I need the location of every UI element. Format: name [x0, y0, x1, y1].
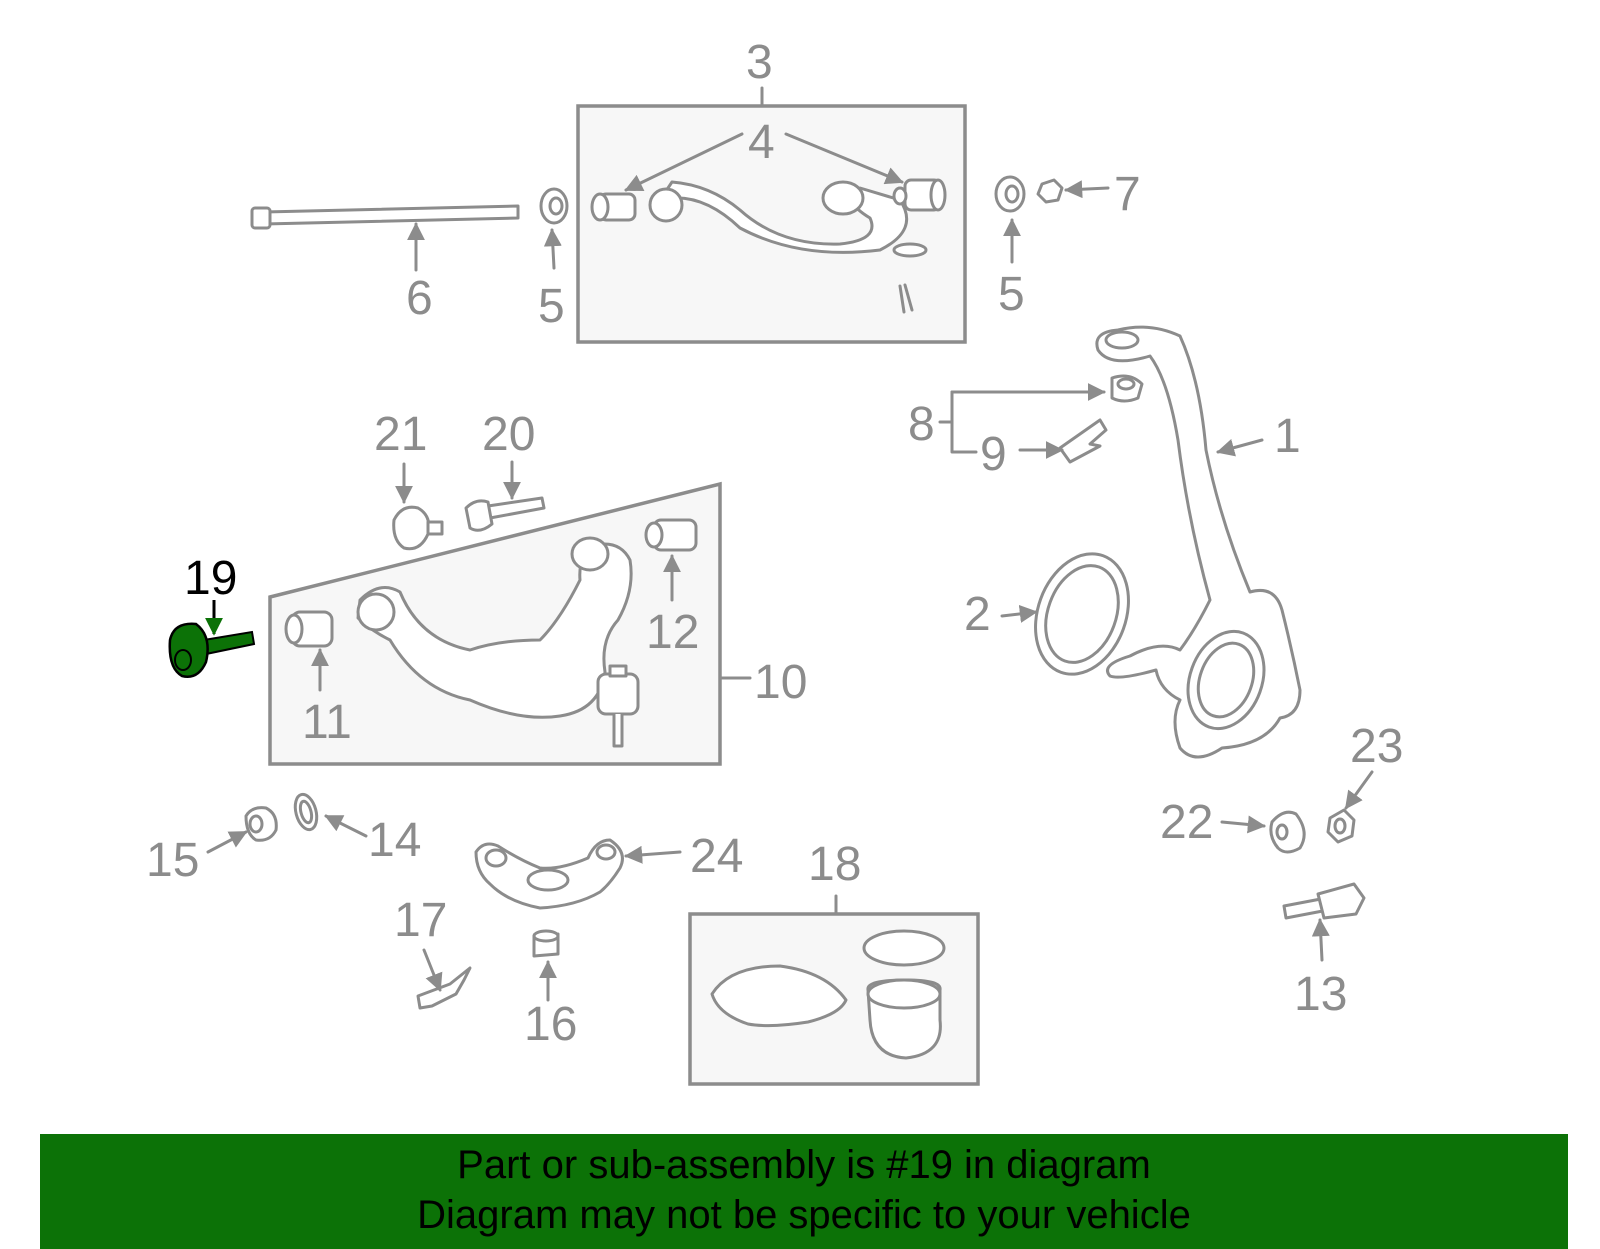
callout-3: 3: [746, 36, 773, 89]
lower-control-arm-group: [268, 481, 752, 766]
bolt-part-13: [1282, 882, 1366, 962]
callout-17: 17: [394, 894, 447, 947]
nut-washer-15-14: [206, 792, 368, 854]
cam-washer-nut-22-23: [1220, 770, 1374, 854]
callout-11: 11: [302, 696, 352, 749]
callout-20: 20: [482, 408, 535, 461]
long-bolt-part: [250, 204, 520, 272]
cam-washer-bolt-21-20: [392, 460, 546, 551]
callout-18: 18: [808, 838, 861, 891]
cam-washer-part-left: [539, 187, 569, 270]
callout-12: 12: [646, 606, 699, 659]
callout-8: 8: [908, 398, 935, 451]
banner-line-1: Part or sub-assembly is #19 in diagram: [457, 1143, 1151, 1187]
callout-21: 21: [374, 408, 427, 461]
callout-22: 22: [1160, 796, 1213, 849]
callout-2: 2: [964, 588, 991, 641]
callout-14: 14: [368, 814, 421, 867]
cam-washer-part-right: [994, 175, 1110, 264]
callout-5-right: 5: [998, 268, 1025, 321]
dust-seal-part: [1000, 552, 1130, 676]
callout-23: 23: [1350, 720, 1403, 773]
banner-line-2: Diagram may not be specific to your vehi…: [417, 1193, 1191, 1237]
callout-4: 4: [748, 116, 775, 169]
callout-10: 10: [754, 656, 807, 709]
callout-7: 7: [1114, 168, 1141, 221]
upper-control-arm-group: [576, 86, 967, 344]
steering-knuckle-part: [1095, 325, 1302, 759]
bracket-parts-8-9: [938, 374, 1144, 464]
ball-joint-kit-group: [688, 894, 980, 1086]
callout-9: 9: [980, 428, 1007, 481]
callout-16: 16: [524, 998, 577, 1051]
callout-1: 1: [1274, 410, 1301, 463]
callout-15: 15: [146, 834, 199, 887]
cam-bolt-part-19-highlighted: [168, 600, 256, 678]
ball-joint-bracket-part: [474, 838, 682, 910]
info-banner: Part or sub-assembly is #19 in diagram D…: [40, 1134, 1568, 1249]
callout-19: 19: [184, 552, 237, 605]
nut-part-16: [532, 929, 560, 1002]
callout-6: 6: [406, 272, 433, 325]
callout-13: 13: [1294, 968, 1347, 1021]
callout-24: 24: [690, 830, 743, 883]
callout-5-left: 5: [538, 280, 565, 333]
clip-part-17: [416, 948, 472, 1010]
